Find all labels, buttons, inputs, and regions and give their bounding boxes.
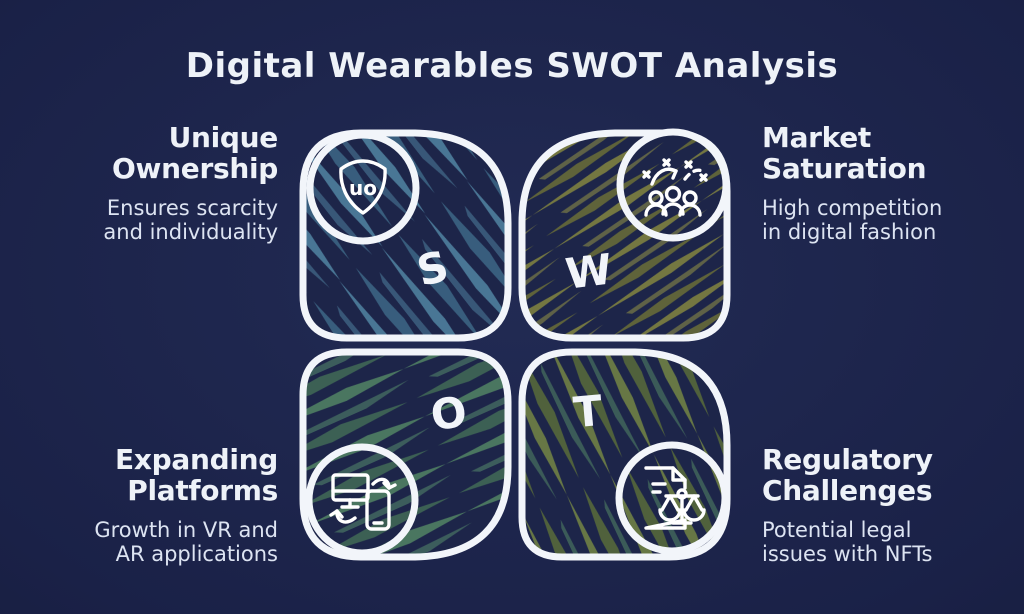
strengths-heading: Unique Ownership	[112, 121, 278, 186]
swot-diagram: S W O T uo	[299, 128, 731, 561]
threats-icon-circle	[615, 441, 729, 555]
opportunities-description: Growth in VR and AR applications	[94, 517, 278, 566]
weaknesses-icon-circle	[616, 128, 730, 242]
crowd-competition-icon	[642, 158, 708, 217]
devices-sync-icon	[329, 473, 397, 531]
letter-threats: T	[571, 386, 604, 437]
letter-weaknesses: W	[563, 244, 615, 298]
threats-heading: Regulatory Challenges	[762, 443, 933, 508]
svg-text:uo: uo	[349, 176, 377, 200]
weaknesses-heading: Market Saturation	[762, 121, 927, 186]
threats-description: Potential legal issues with NFTs	[762, 517, 933, 566]
quadrant-text-strengths: Unique Ownership Ensures scarcity and in…	[48, 122, 278, 244]
page-title: Digital Wearables SWOT Analysis	[185, 46, 839, 86]
opportunities-heading: Expanding Platforms	[115, 443, 278, 508]
quadrant-text-weaknesses: Market Saturation High competition in di…	[762, 122, 992, 244]
quadrant-text-threats: Regulatory Challenges Potential legal is…	[762, 444, 992, 566]
strengths-description: Ensures scarcity and individuality	[103, 195, 278, 244]
opportunities-icon-circle	[305, 443, 419, 557]
strengths-icon-circle: uo	[306, 131, 420, 245]
shield-uo-icon: uo	[339, 159, 387, 215]
quadrant-text-opportunities: Expanding Platforms Growth in VR and AR …	[48, 444, 278, 566]
weaknesses-description: High competition in digital fashion	[762, 195, 943, 244]
letter-opportunities: O	[427, 387, 470, 441]
document-scales-icon	[644, 466, 706, 530]
